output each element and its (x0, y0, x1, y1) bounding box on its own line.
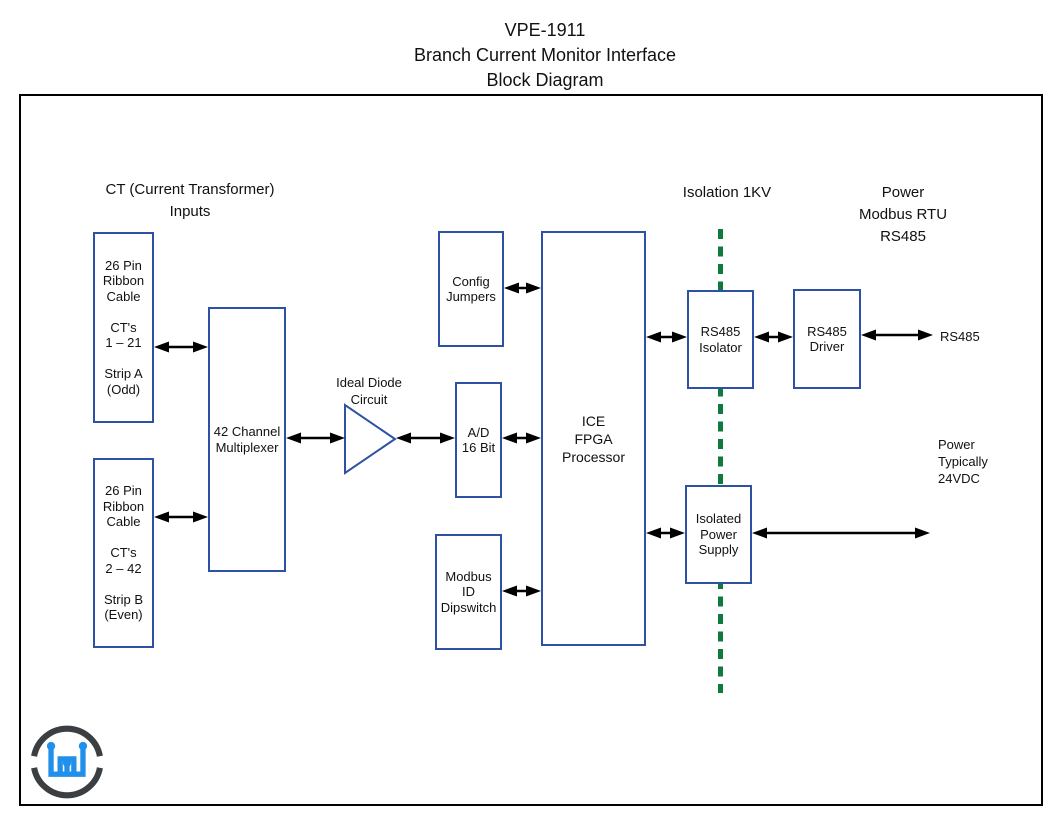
node-rs485-isolator: RS485 Isolator (687, 290, 754, 389)
node-ice-fpga-processor: ICE FPGA Processor (541, 231, 646, 646)
logo-pad-left (46, 741, 56, 751)
heading-isolation-1kv: Isolation 1KV (682, 184, 772, 201)
logo-pad-center (62, 758, 72, 767)
company-logo (31, 725, 103, 799)
node-42-channel-multiplexer: 42 Channel Multiplexer (208, 307, 286, 572)
label-ideal-diode-circuit: Ideal Diode Circuit (336, 375, 402, 407)
logo-pad-right (78, 741, 88, 751)
diagram-frame (19, 94, 1043, 806)
logo-ring-top-arc (31, 725, 103, 757)
node-adc-16bit: A/D 16 Bit (455, 382, 502, 498)
heading-ct-inputs: CT (Current Transformer) Inputs (105, 181, 275, 220)
label-power-typically-24vdc: Power Typically 24VDC (938, 437, 988, 486)
node-ribbon-cable-strip-a: 26 Pin Ribbon Cable CT's 1 – 21 Strip A … (93, 232, 154, 423)
node-config-jumpers: Config Jumpers (438, 231, 504, 347)
node-ribbon-cable-strip-b: 26 Pin Ribbon Cable CT's 2 – 42 Strip B … (93, 458, 154, 648)
label-rs485-port: RS485 (940, 329, 980, 344)
node-rs485-driver: RS485 Driver (793, 289, 861, 389)
heading-power-modbus-rs485: Power Modbus RTU RS485 (858, 184, 948, 245)
node-modbus-id-dipswitch: Modbus ID Dipswitch (435, 534, 502, 650)
diagram-title: VPE-1911 Branch Current Monitor Interfac… (413, 20, 677, 90)
node-isolated-power-supply: Isolated Power Supply (685, 485, 752, 584)
logo-trace-outer (48, 746, 86, 777)
logo-ring-bottom-arc (31, 767, 103, 799)
